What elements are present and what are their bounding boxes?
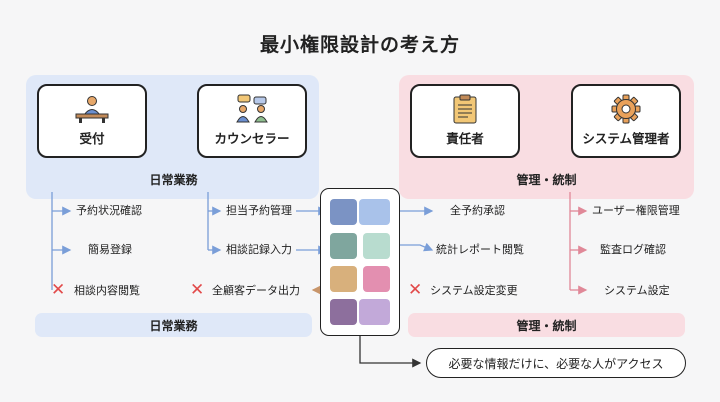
permission-item: 監査ログ確認 [600, 243, 666, 256]
governance-band-top: 管理・統制 [408, 167, 685, 191]
denied-x-icon: ✕ [408, 280, 423, 300]
permission-item: 簡易登録 [88, 243, 132, 256]
permission-item-denied: 全顧客データ出力 [212, 284, 300, 297]
role-card-reception: 受付 [37, 84, 147, 158]
permission-item-denied: 相談内容閲覧 [74, 284, 140, 297]
role-label-reception: 受付 [79, 131, 105, 146]
gear-icon [611, 94, 641, 124]
data-tile [359, 199, 390, 225]
permission-item: ユーザー権限管理 [592, 204, 680, 217]
role-label-counselor: カウンセラー [214, 131, 290, 146]
denied-x-icon: ✕ [190, 280, 205, 300]
desk-person-icon [74, 94, 110, 124]
permission-item: システム設定 [604, 284, 670, 297]
data-tile [330, 199, 357, 225]
principle-message: 必要な情報だけに、必要な人がアクセス [426, 348, 686, 378]
permission-item: 担当予約管理 [226, 204, 292, 217]
data-tile [363, 233, 390, 259]
role-label-sysadmin: システム管理者 [582, 131, 670, 146]
role-card-sysadmin: システム管理者 [571, 84, 681, 158]
data-tile [330, 233, 357, 259]
denied-x-icon: ✕ [51, 280, 66, 300]
permission-item: 統計レポート閲覧 [436, 243, 524, 256]
permission-item: 全予約承認 [450, 204, 505, 217]
data-tile [330, 266, 357, 292]
data-tile [359, 299, 390, 325]
daily-work-band-top: 日常業務 [35, 167, 312, 191]
role-card-counselor: カウンセラー [197, 84, 307, 158]
permission-item: 予約状況確認 [76, 204, 142, 217]
data-tile [330, 299, 357, 325]
governance-band-bottom: 管理・統制 [408, 313, 685, 337]
clipboard-icon [452, 94, 478, 124]
permission-item: 相談記録入力 [226, 243, 292, 256]
data-tile [363, 266, 390, 292]
permission-item-denied: システム設定変更 [430, 284, 518, 297]
conversation-icon [232, 94, 272, 124]
daily-work-band-bottom: 日常業務 [35, 313, 312, 337]
data-store-box [320, 188, 400, 336]
role-label-manager: 責任者 [446, 131, 484, 146]
page-title: 最小権限設計の考え方 [259, 34, 460, 56]
role-card-manager: 責任者 [410, 84, 520, 158]
